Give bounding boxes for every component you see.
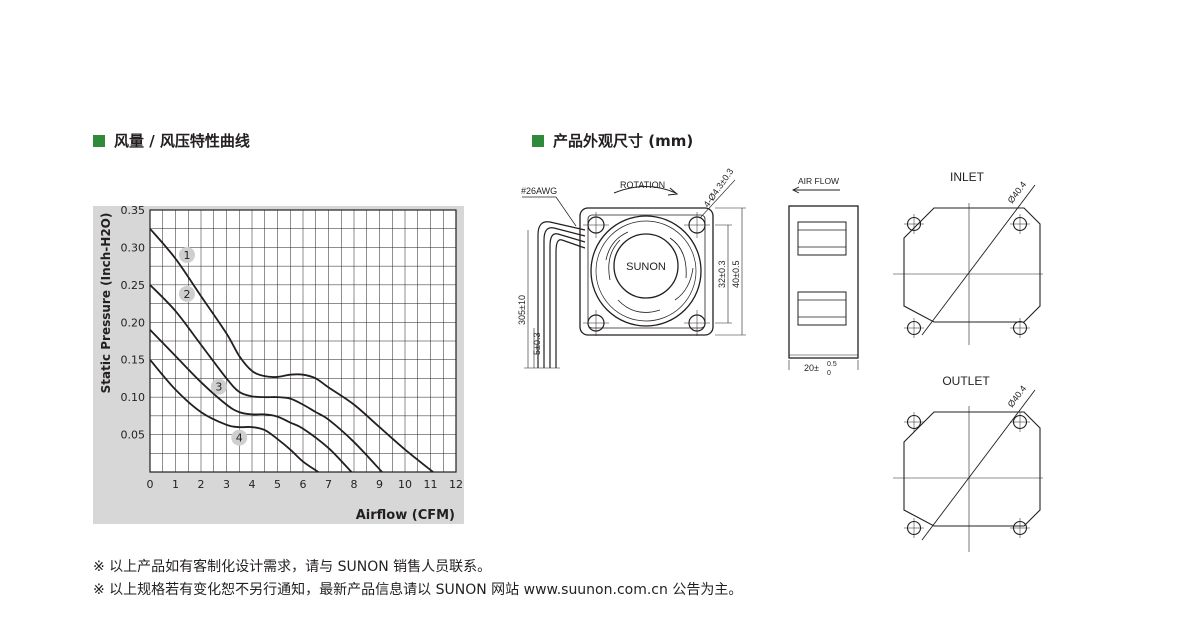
depth-tolerance-lower: 0 — [827, 370, 831, 377]
dimensions-title-text: 产品外观尺寸 (mm) — [553, 132, 694, 150]
x-tick-label: 11 — [424, 478, 438, 491]
hole-diameter-dim: 4-Ø4.3±0.3 — [701, 167, 735, 210]
airflow-arrowhead-icon — [791, 186, 800, 194]
y-tick-label: 0.15 — [121, 354, 146, 367]
x-tick-label: 12 — [449, 478, 463, 491]
x-tick-label: 9 — [376, 478, 383, 491]
series-line-1 — [149, 228, 434, 473]
series-label-4: 4 — [236, 432, 243, 445]
rotation-arrow-icon — [613, 186, 677, 194]
performance-curve-title: 风量 / 风压特性曲线 — [93, 130, 250, 151]
x-tick-label: 0 — [147, 478, 154, 491]
hole-spacing-dim: 32±0.3 — [717, 261, 727, 288]
performance-curve-title-text: 风量 / 风压特性曲线 — [114, 132, 250, 150]
depth-dimension — [788, 354, 859, 370]
x-axis-label: Airflow (CFM) — [356, 508, 455, 523]
y-tick-label: 0.20 — [121, 316, 146, 329]
series-label-2: 2 — [183, 288, 190, 301]
x-tick-label: 2 — [198, 478, 205, 491]
series-badge-3 — [210, 378, 227, 395]
series-badge-1 — [178, 246, 195, 263]
green-square-icon — [93, 134, 105, 147]
wire-gauge-label: #26AWG — [521, 186, 557, 196]
fan-front-view — [579, 207, 714, 336]
depth-tolerance-upper: 0.5 — [827, 361, 837, 368]
frame-size-dim: 40±0.5 — [731, 261, 741, 288]
series: 1 2 3 4 — [149, 228, 434, 473]
y-tick-label: 0.25 — [121, 279, 146, 292]
green-square-icon — [532, 134, 544, 147]
x-tick-label: 3 — [223, 478, 230, 491]
hole-callout-leader — [699, 179, 736, 219]
inlet-view — [893, 184, 1043, 345]
x-tick-label: 7 — [325, 478, 332, 491]
footnote-customization: ※ 以上产品如有客制化设计需求，请与 SUNON 销售人员联系。 — [93, 559, 492, 575]
rotation-label: ROTATION — [620, 180, 665, 190]
x-tick-label: 5 — [274, 478, 281, 491]
inlet-label: INLET — [950, 170, 985, 184]
lead-length-dim: 305±10 — [517, 295, 527, 325]
y-tick-label: 0.35 — [121, 206, 146, 217]
series-badge-2 — [178, 285, 195, 302]
strip-length-dim: 5±0.3 — [532, 333, 542, 355]
outlet-diameter-dim: Ø40.4 — [1006, 384, 1029, 410]
airflow-label: AIR FLOW — [798, 176, 839, 186]
depth-dim: 20± — [804, 363, 819, 373]
y-tick-label: 0.05 — [121, 429, 146, 442]
fan-side-view — [788, 205, 859, 359]
series-label-1: 1 — [183, 249, 190, 262]
y-tick-label: 0.10 — [121, 391, 146, 404]
lead-wires — [537, 221, 586, 368]
y-axis-label: Static Pressure (Inch-H2O) — [99, 213, 113, 394]
inlet-diameter-dim: Ø40.4 — [1006, 180, 1029, 206]
series-badge-4 — [231, 429, 248, 446]
series-line-4 — [149, 359, 319, 473]
wire-label-leader — [555, 196, 577, 227]
footnote-spec-change: ※ 以上规格若有变化恕不另行通知，最新产品信息请以 SUNON 网站 www.s… — [93, 582, 743, 598]
series-label-3: 3 — [215, 381, 222, 394]
x-tick-label: 6 — [300, 478, 307, 491]
height-dimensions — [715, 207, 746, 336]
dimensions-title: 产品外观尺寸 (mm) — [532, 130, 693, 151]
outlet-view — [893, 389, 1043, 552]
x-tick-label: 8 — [351, 478, 358, 491]
x-tick-label: 4 — [249, 478, 256, 491]
y-tick-label: 0.30 — [121, 241, 146, 254]
outlet-label: OUTLET — [942, 374, 990, 388]
dimension-drawing: #26AWG 305±10 5±0.3 SUNON — [517, 167, 1043, 552]
x-tick-label: 10 — [398, 478, 412, 491]
series-line-3 — [149, 329, 353, 473]
series-line-2 — [149, 284, 383, 473]
x-tick-label: 1 — [172, 478, 179, 491]
grid — [150, 210, 456, 472]
fan-brand-label: SUNON — [626, 261, 666, 273]
footnotes: ※ 以上产品如有客制化设计需求，请与 SUNON 销售人员联系。 ※ 以上规格若… — [93, 556, 742, 602]
rotation-arrowhead-icon — [667, 187, 679, 196]
y-ticks: 0.05 0.10 0.15 0.20 0.25 0.30 0.35 — [121, 206, 146, 442]
